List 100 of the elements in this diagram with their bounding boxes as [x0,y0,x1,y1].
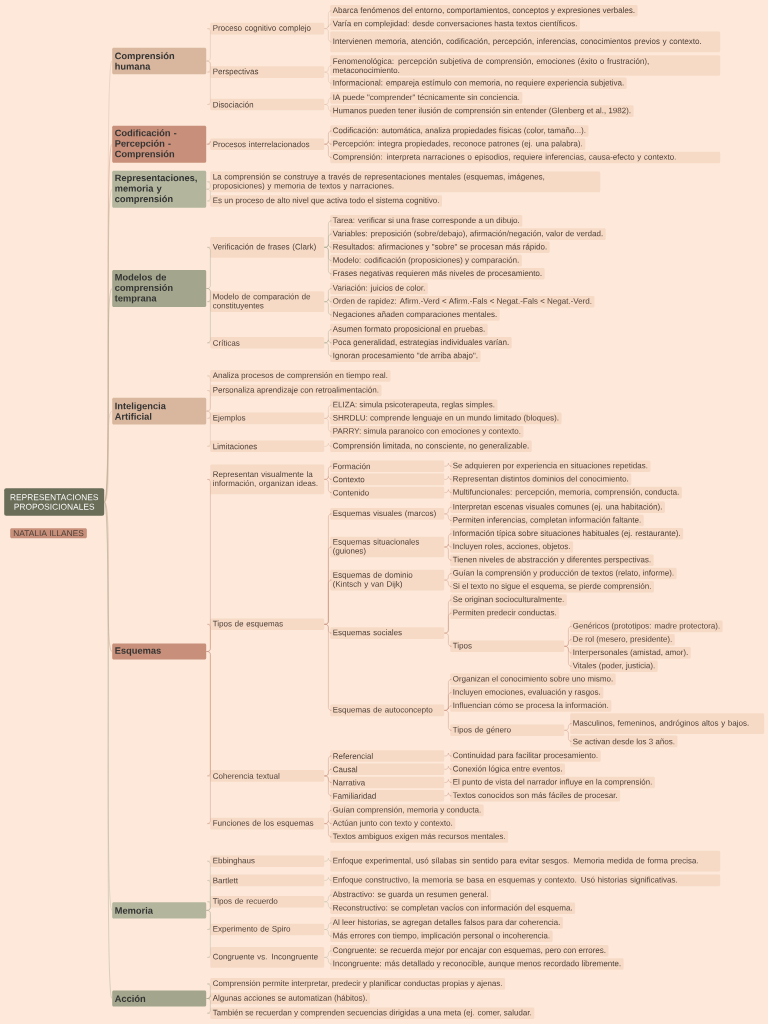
connector-line [324,775,332,796]
topic-box: Coherencia textual [210,770,325,782]
node-label: Textos ambiguos exigen más recursos mentales. [332,833,505,841]
connector-line [206,28,211,62]
connector-line [324,339,332,343]
node-label: Contexto [333,476,365,483]
connector-line [324,144,332,158]
connector-line [206,60,211,105]
topic-box: ELIZA: simula psicoterapeuta, reglas simples. [330,399,498,411]
node-label: Referencial [333,753,373,759]
connector-line [324,23,332,29]
node-label: Reconstructivo: se completan vacíos con información del esquema. [333,904,572,913]
connector-line [444,579,452,587]
connector-line [206,624,211,652]
connector-line [444,792,452,796]
topic-box: Incluyen roles, acciones, objetos. [450,541,574,553]
connector-line [324,901,332,909]
topic-box: Ebbinghaus [210,855,325,867]
topic-box: Congruente: se recuerda mejor por encajar con esquemas, pero con errores. [330,945,609,957]
topic-box: Se originan socioculturalmente. [450,594,567,606]
topic-box: Negaciones añaden comparaciones mentales. [330,309,500,321]
topic-box: Se adquieren por experiencia en situaciones repetidas. [450,460,651,472]
connector-line [324,476,332,480]
connector-line [324,950,332,958]
topic-box: Tarea: verificar si una frase corresponde a un dibujo. [330,215,523,227]
connector-line [206,901,211,911]
topic-box: Vitales (poder, justicia). [570,660,658,672]
topic-box: Esquemas visuales (marcos) [330,508,445,520]
topic-box: Intervienen memoria, atención, codificación, percepción, inferencias, conocimientos previos y contexto. [330,31,721,53]
topic-box: Variables: preposición (sobre/debajo), afirmación/negación, valor de verdad. [330,228,606,240]
node-label: Textos conocidos son más fáciles de procesar. [452,792,617,800]
node-label: Permiten predecir conductas. [453,609,556,617]
branch-box: Esquemas [112,643,207,660]
node-label: Conexión lógica entre eventos. [453,765,562,774]
topic-box: Perspectivas [210,66,325,78]
connector-line [324,65,332,73]
connector-line [324,820,332,824]
topic-box: Permiten predecir conductas. [450,607,560,619]
connector-line [206,983,211,999]
connector-line [564,730,572,742]
node-label: Familiaridad [333,792,376,799]
topic-box: Es un proceso de alto nivel que activa todo el sistema cognitivo. [210,195,442,207]
central-topic-box: REPRESENTACIONES PROPOSICIONALES [4,488,105,516]
node-label: Abstractivo: se guarda un resumen general. [332,891,488,899]
connector-line [206,189,211,202]
topic-box: Esquemas sociales [330,627,445,639]
topic-box: IA puede "comprender" técnicamente sin conciencia. [330,92,523,104]
topic-box: Al leer historias, se agregan detalles falsos para dar coherencia. [330,917,563,929]
connector-line [444,476,452,480]
connector-line [324,342,332,357]
topic-box: Esquemas de dominio (Kintsch y van Dijk) [330,569,445,591]
branch-box: Memoria [112,902,207,919]
branch-box: Acción [112,990,207,1007]
branch-box: Comprensión humana [112,47,207,75]
connector-line [324,929,332,937]
connector-line [206,995,211,999]
connector-line [444,632,452,647]
branch-box: Representaciones, memoria y comprensión [112,170,207,208]
topic-box: La comprensión se construye a través de representaciones mentales (esquemas, imágenes, proposiciones) y memoria de textos y narraciones. [210,171,601,193]
connector-line [444,779,452,783]
topic-box: También se recuerdan y comprenden secuencias dirigidas a una meta (ej. comer, saludar. [210,1007,535,1019]
node-label: Narrativa [333,779,366,786]
topic-box: Textos conocidos son más fáciles de procesar. [450,790,621,802]
connector-line [444,752,452,757]
connector-line [206,651,211,824]
topic-box: Varía en complejidad: desde conversaciones hasta textos científicos. [330,18,580,30]
connector-line [444,766,452,770]
connector-line [444,543,452,548]
branch-box: Codificación - Percepción - Comprensión [112,125,207,163]
topic-box: Continuidad para facilitar procesamiento. [450,750,601,762]
node-label: Formación [333,463,370,470]
topic-box: Poca generalidad, estrategias individuales varían. [330,337,512,349]
node-label: Incluyen roles, acciones, objetos. [453,543,570,551]
connector-line [324,957,332,965]
connector-line [324,301,332,316]
connector-line [444,463,452,467]
topic-box: Codificación: automática, analiza propiedades físicas (color, tamaño...). [330,125,589,137]
topic-box: Textos ambiguos exigen más recursos mentales. [330,831,509,843]
connector-line [324,71,332,84]
connector-line [324,922,332,930]
connector-line [444,546,452,561]
topic-box: Fenomenológica: percepción subjetiva de comprensión, emociones (éxito o frustración), metaconocimiento. [330,55,721,76]
node-label: Comprensión: interpreta narraciones o episodios, requiere inferencias, causa-efecto y contexto. [333,153,676,162]
topic-box: Enfoque experimental, usó sílabas sin sentido para evitar sesgos. Memoria medida de forma precisa. [330,850,721,872]
connector-line [444,489,452,493]
topic-box: Interpersonales (amistad, amor). [570,647,691,659]
topic-box: Procesos interrelacionados [210,138,325,150]
connector-line [324,579,332,625]
connector-line [206,288,211,343]
topic-box: Representan visualmente la información, organizan ideas. [210,464,325,495]
connector-line [324,479,332,493]
connector-line [324,418,332,432]
connector-line [444,705,452,711]
connector-line [324,247,332,274]
topic-box: Analiza procesos de comprensión en tiempo real. [210,370,391,382]
node-label: Intervienen memoria, atención, codificación, percepción, inferencias, conocimientos previos y contexto. [333,38,701,46]
connector-line [104,501,113,999]
connector-line [206,998,211,1014]
topic-box: Influencian cómo se procesa la información. [450,700,612,712]
connector-line [444,613,452,634]
